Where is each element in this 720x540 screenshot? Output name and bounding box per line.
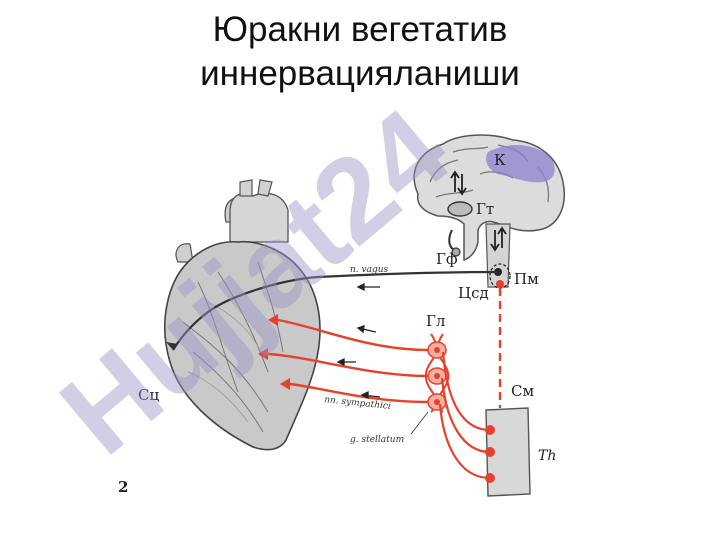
label-stellate: g. stellatum [350, 435, 404, 445]
page-number: 2 [118, 478, 128, 496]
heart [164, 179, 321, 451]
label-cortex: К [494, 151, 506, 169]
spinal-cord [485, 407, 531, 497]
postganglionic-fibers [267, 318, 429, 404]
vagus-nerve [172, 270, 499, 351]
label-medulla: Пм [514, 270, 539, 288]
label-thoracic: Th [538, 448, 556, 464]
label-sympathetic: nn. sympathici [324, 395, 392, 412]
label-vagus: n. vagus [350, 265, 389, 275]
slide-title: Юракни вегетатив иннервацияланиши [0, 8, 720, 96]
label-cardio-center: Цсд [458, 284, 489, 302]
label-heart: Сц [138, 386, 159, 404]
heart-innervation-diagram: К Гт Гф Пм Цсд Гл См Сц Th n. vagus nn. … [118, 134, 565, 497]
label-pituitary: Гф [436, 250, 458, 268]
brain [413, 134, 565, 289]
cortex-highlight [486, 145, 555, 183]
pituitary-shape [451, 247, 461, 257]
label-hypothalamus: Гт [476, 200, 494, 218]
label-spinal-cord: См [511, 382, 534, 400]
title-line-2: иннервацияланиши [200, 54, 520, 93]
preganglionic-fibers [438, 351, 491, 480]
label-ganglion: Гл [426, 312, 445, 330]
hypothalamus-shape [447, 201, 473, 217]
title-line-1: Юракни вегетатив [212, 10, 508, 49]
